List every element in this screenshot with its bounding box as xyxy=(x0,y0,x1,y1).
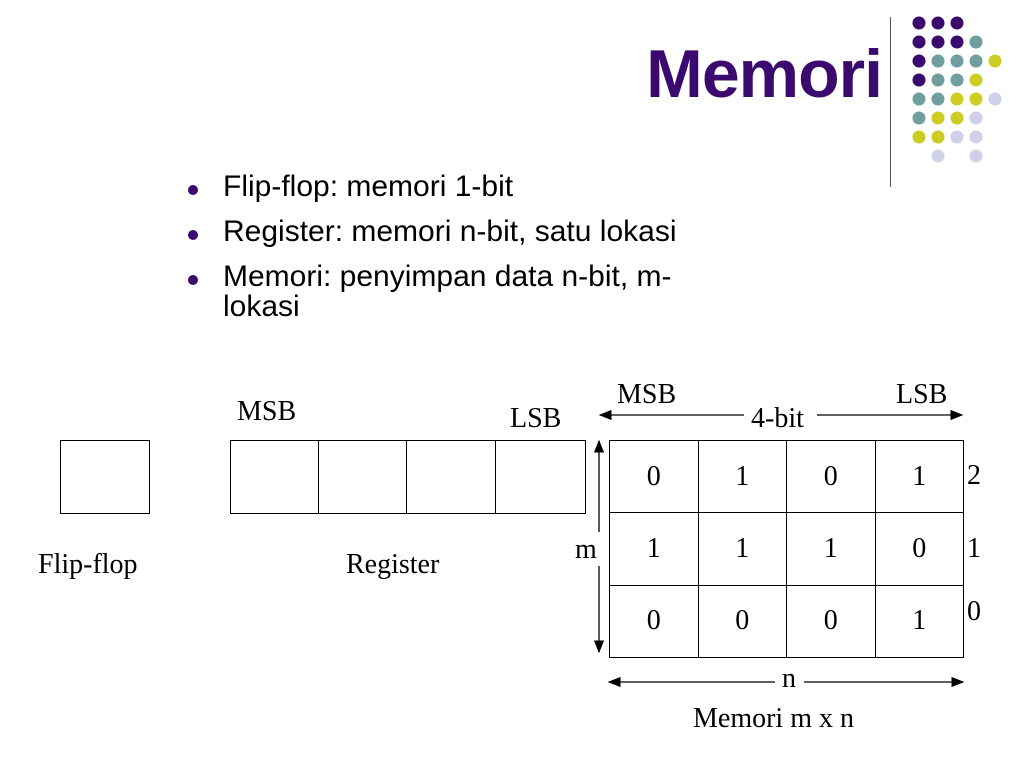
memory-cell: 1 xyxy=(698,513,787,586)
memory-cell: 1 xyxy=(875,441,964,514)
bullet-text: Register: memori n-bit, satu lokasi xyxy=(223,215,677,248)
decorative-dot xyxy=(950,130,964,144)
memory-cell: 0 xyxy=(610,441,699,514)
decorative-dot xyxy=(969,35,983,49)
register-cell xyxy=(406,440,497,514)
bullet-icon xyxy=(188,275,198,285)
bullet-list: Flip-flop: memori 1-bit Register: memori… xyxy=(183,172,843,337)
memory-cell: 1 xyxy=(610,513,699,586)
memory-address-label: 2 xyxy=(967,460,981,491)
decorative-dot xyxy=(912,130,926,144)
memory-cell: 1 xyxy=(698,441,787,514)
memory-cell: 1 xyxy=(875,585,964,658)
memory-cell: 0 xyxy=(875,513,964,586)
memory-cols-label: n xyxy=(780,663,798,694)
decorative-dot xyxy=(950,35,964,49)
decorative-dot xyxy=(931,73,945,87)
decorative-dot xyxy=(950,54,964,68)
memory-address-label: 0 xyxy=(967,596,981,627)
bullet-item: Register: memori n-bit, satu lokasi xyxy=(183,217,843,247)
decorative-dot xyxy=(931,35,945,49)
decorative-dot xyxy=(969,73,983,87)
decorative-dot xyxy=(950,16,964,30)
memory-cell: 0 xyxy=(698,585,787,658)
decorative-dot xyxy=(969,54,983,68)
register-lsb-label: LSB xyxy=(510,403,562,434)
decorative-dot xyxy=(931,149,945,163)
register-caption: Register xyxy=(346,549,440,580)
decorative-dot xyxy=(950,111,964,125)
bullet-icon xyxy=(188,230,198,240)
memory-lsb-label: LSB xyxy=(896,379,948,410)
decorative-dot xyxy=(931,111,945,125)
flipflop-caption: Flip-flop xyxy=(38,549,138,580)
decorative-dot xyxy=(931,16,945,30)
register-cell xyxy=(230,440,320,514)
flipflop-cell xyxy=(60,440,150,514)
memory-cell: 0 xyxy=(787,441,876,514)
decorative-dot xyxy=(912,73,926,87)
decorative-dot xyxy=(912,92,926,106)
decorative-dot xyxy=(969,149,983,163)
bullet-icon xyxy=(188,185,198,195)
bullet-item: Memori: penyimpan data n-bit, m- lokasi xyxy=(183,262,843,322)
decorative-dot xyxy=(912,111,926,125)
bullet-item: Flip-flop: memori 1-bit xyxy=(183,172,843,202)
decorative-dot-grid-icon xyxy=(912,16,1002,163)
decorative-dot xyxy=(931,54,945,68)
decorative-dot xyxy=(969,130,983,144)
memory-msb-label: MSB xyxy=(617,379,677,410)
decorative-dot xyxy=(950,92,964,106)
register-msb-label: MSB xyxy=(237,396,297,427)
decorative-dot xyxy=(912,35,926,49)
slide-title: Memori xyxy=(646,36,883,112)
decorative-dot xyxy=(950,73,964,87)
decorative-dot xyxy=(912,54,926,68)
title-divider xyxy=(890,17,891,187)
decorative-dot xyxy=(969,111,983,125)
decorative-dot xyxy=(931,92,945,106)
decorative-dot xyxy=(931,130,945,144)
register-cell xyxy=(318,440,408,514)
memory-grid: 0 1 0 1 1 1 1 0 0 0 0 1 xyxy=(609,440,964,658)
bullet-text: Memori: penyimpan data n-bit, m- lokasi xyxy=(223,260,672,323)
memory-width-label: 4-bit xyxy=(749,403,806,434)
memory-rows-label: m xyxy=(575,534,597,565)
decorative-dot xyxy=(912,16,926,30)
memory-address-label: 1 xyxy=(967,533,981,564)
decorative-dot xyxy=(988,92,1002,106)
bullet-text: Flip-flop: memori 1-bit xyxy=(223,170,514,203)
memory-caption: Memori m x n xyxy=(693,703,854,734)
memory-cell: 0 xyxy=(787,585,876,658)
register-cell xyxy=(495,440,586,514)
decorative-dot xyxy=(988,54,1002,68)
memory-cell: 1 xyxy=(787,513,876,586)
memory-cell: 0 xyxy=(610,585,699,658)
decorative-dot xyxy=(969,92,983,106)
